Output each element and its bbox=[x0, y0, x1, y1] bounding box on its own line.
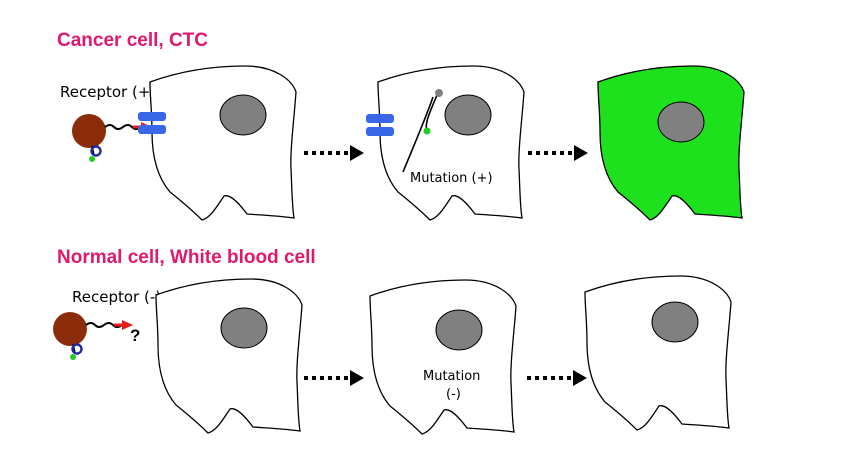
cancer-cell-heading: Cancer cell, CTC bbox=[57, 30, 208, 51]
question-mark: ? bbox=[130, 326, 140, 345]
receptor-negative-bead bbox=[51, 310, 135, 362]
nucleus bbox=[220, 307, 268, 349]
receptor-negative-label: Receptor (-) bbox=[72, 288, 161, 306]
normal-cell-1 bbox=[155, 278, 303, 434]
nucleus bbox=[444, 94, 492, 136]
nucleus bbox=[435, 309, 483, 351]
dotted-arrow bbox=[526, 143, 590, 163]
receptor-positive-label: Receptor (+) bbox=[60, 83, 156, 101]
nucleus bbox=[657, 101, 705, 143]
fluorescent-cancer-cell bbox=[597, 65, 745, 221]
cancer-cell-1 bbox=[149, 65, 297, 221]
receptor-icon bbox=[366, 114, 394, 136]
dotted-arrow bbox=[525, 368, 589, 388]
normal-cell-2 bbox=[369, 279, 517, 435]
receptor-positive-bead bbox=[70, 112, 154, 164]
cancer-cell-2 bbox=[377, 65, 525, 221]
dotted-arrow bbox=[302, 368, 366, 388]
normal-cell-3 bbox=[584, 275, 732, 431]
mutation-negative-sign: (-) bbox=[446, 387, 461, 402]
internalized-bead-strand bbox=[402, 89, 443, 173]
normal-cell-heading: Normal cell, White blood cell bbox=[57, 247, 316, 268]
dotted-arrow bbox=[302, 143, 366, 163]
receptor-icon bbox=[138, 112, 166, 134]
mutation-positive-label: Mutation (+) bbox=[410, 171, 493, 186]
nucleus bbox=[219, 94, 267, 136]
mutation-negative-label: Mutation bbox=[423, 369, 480, 384]
nucleus bbox=[651, 301, 699, 343]
